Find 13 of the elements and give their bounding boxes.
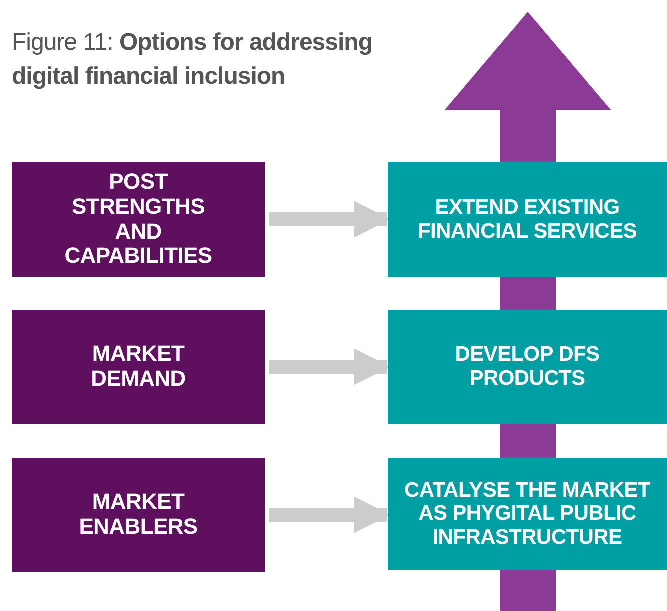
box-label: MARKET ENABLERS xyxy=(78,490,199,540)
option-box xyxy=(388,310,667,424)
option-box xyxy=(388,458,667,570)
box-label: CATALYSE THE MARKET AS PHYGITAL PUBLIC INFRASTRUCTURE xyxy=(404,478,652,550)
driver-box xyxy=(12,458,265,572)
driver-box xyxy=(12,162,265,277)
box-label: MARKET DEMAND xyxy=(90,342,187,392)
box-label: POST STRENGTHS AND CAPABILITIES xyxy=(64,170,214,269)
figure-title: Figure 11: Options for addressing digital financial inclusion xyxy=(12,28,374,92)
box-label: EXTEND EXISTING FINANCIAL SERVICES xyxy=(416,196,638,244)
driver-box xyxy=(12,310,265,424)
option-box xyxy=(388,162,667,277)
box-label: DEVELOP DFS PRODUCTS xyxy=(454,343,601,391)
